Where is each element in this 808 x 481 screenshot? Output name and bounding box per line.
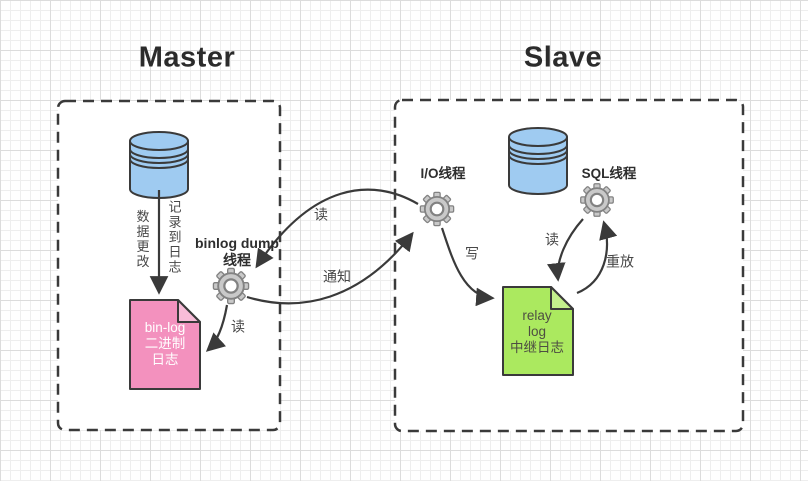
record-to-log-label: 记录到日志 xyxy=(168,199,182,275)
arrow-read-from-master xyxy=(255,188,419,269)
notify-label: 通知 xyxy=(323,268,351,285)
io-thread-label: I/O线程 xyxy=(420,165,466,181)
slave-box xyxy=(393,98,745,433)
relay-log-doc xyxy=(502,286,574,376)
relay-log-doc-fold xyxy=(550,286,574,310)
slave-title: Slave xyxy=(523,41,603,74)
io-thread-gear-icon xyxy=(419,191,455,227)
read-replication-label: 读 xyxy=(314,206,328,223)
read-binlog-label: 读 xyxy=(231,318,245,335)
binlog-doc-fold xyxy=(177,299,201,323)
sql-thread-label: SQL线程 xyxy=(581,165,637,181)
relay-doc-text: relay log 中继日志 xyxy=(510,308,564,355)
write-label: 写 xyxy=(465,245,479,262)
arrow-write-relay xyxy=(440,227,495,307)
sql-thread-gear-icon xyxy=(579,182,615,218)
slave-database-icon xyxy=(508,127,568,195)
arrow-read-relay xyxy=(546,218,584,282)
binlog-dump-thread-label: binlog dump 线程 xyxy=(195,235,279,268)
data-change-label: 数据更改 xyxy=(136,209,150,269)
replay-label: 重放 xyxy=(606,253,634,270)
read-relay-label: 读 xyxy=(545,231,559,248)
binlog-doc-text: bin-log 二进制 日志 xyxy=(144,320,186,367)
arrow-notify xyxy=(246,231,414,305)
arrow-read-binlog xyxy=(205,304,229,352)
binlog-dump-thread-gear-icon xyxy=(212,267,250,305)
arrow-replay xyxy=(576,220,618,295)
binlog-doc xyxy=(129,299,201,390)
master-database-icon xyxy=(129,131,189,199)
master-title: Master xyxy=(138,41,236,74)
